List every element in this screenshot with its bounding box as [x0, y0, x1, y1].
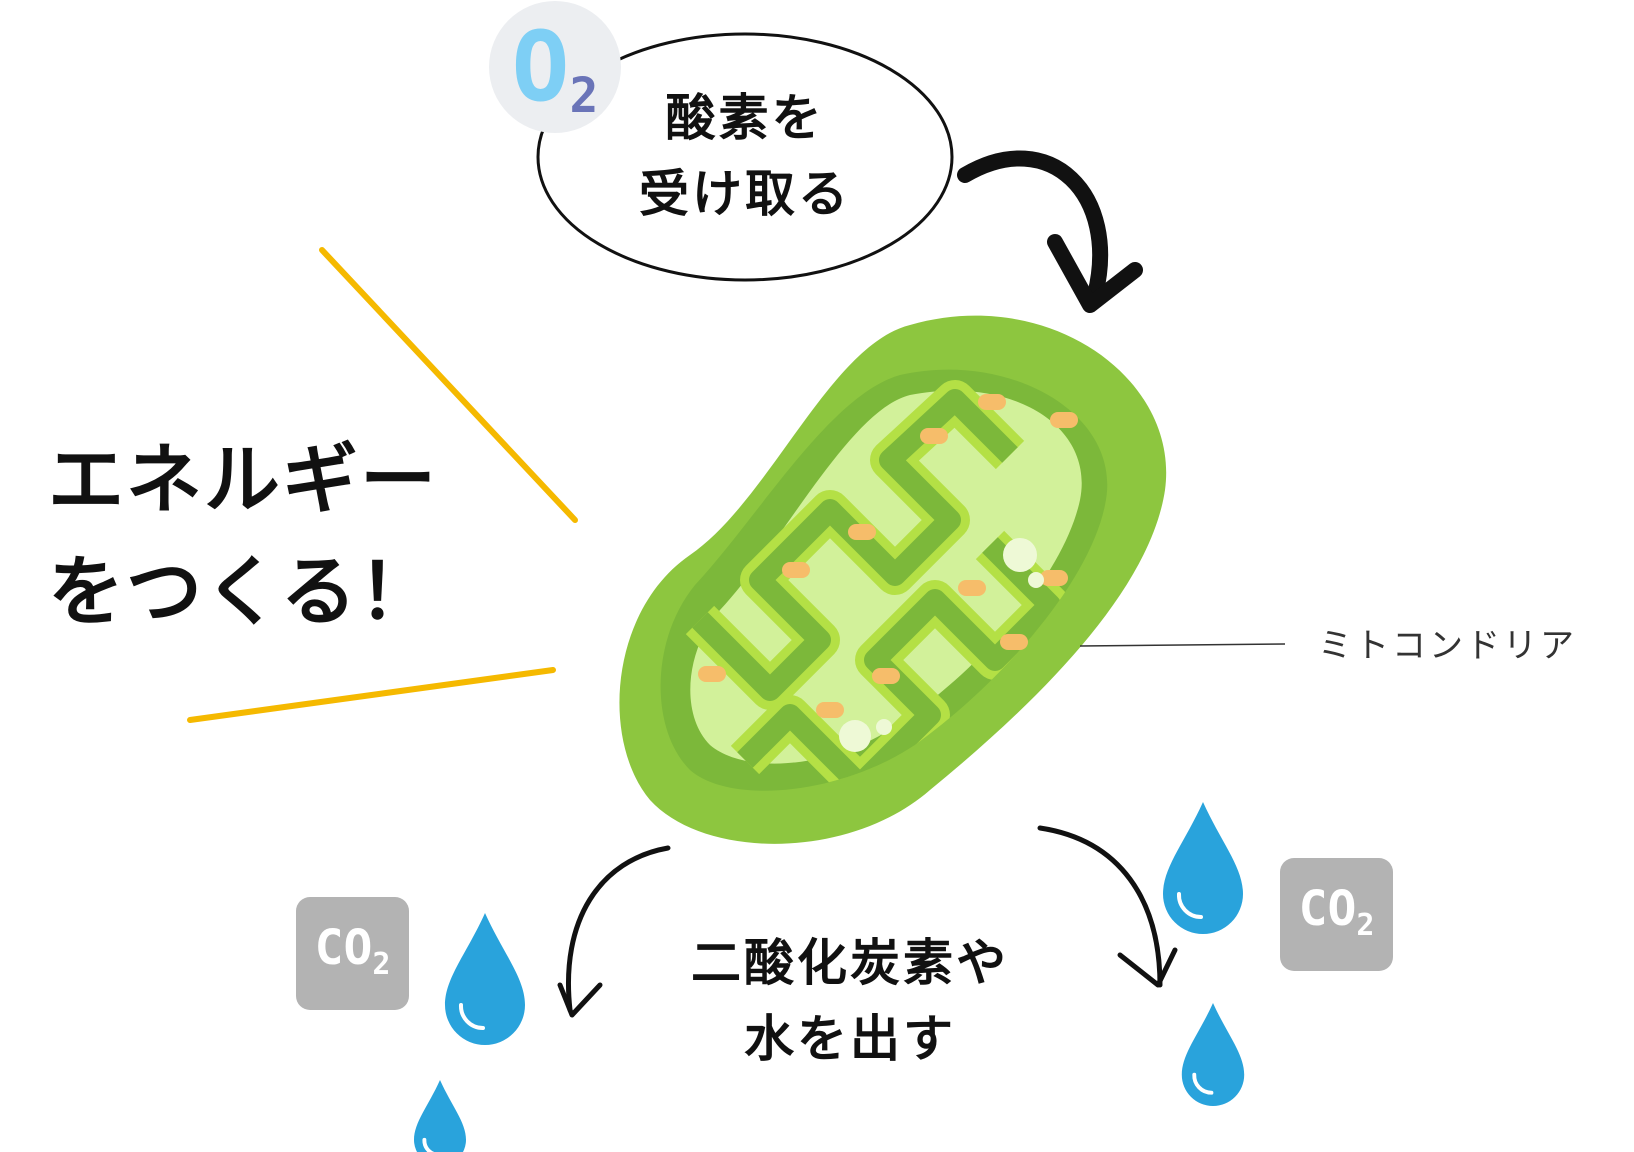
co2-main: CO	[314, 919, 373, 976]
co2-sub: 2	[372, 946, 391, 982]
output-label-line2: 水を出す	[744, 1010, 956, 1068]
output-arrow-right	[1037, 825, 1163, 988]
energy-label-line2: をつくる！	[48, 547, 437, 636]
output-arrow-left	[566, 845, 671, 1013]
oxygen-arrow-head	[1047, 234, 1143, 313]
granule	[1000, 634, 1028, 650]
oxygen-bubble-line2: 受け取る	[639, 165, 851, 223]
granule	[1050, 412, 1078, 428]
oxygen-arrow	[957, 150, 1108, 303]
output-arrow-left-head	[557, 982, 603, 1018]
o2-badge	[489, 1, 621, 133]
granule	[1040, 570, 1068, 586]
output-arrow-right-head	[1117, 947, 1178, 988]
granule	[978, 394, 1006, 410]
mitochondria-leader-line	[1079, 643, 1286, 647]
co2-badge-right: CO2	[1280, 858, 1393, 971]
mitochondria	[619, 315, 1167, 844]
oxygen-bubble-text: 酸素を 受け取る	[560, 80, 930, 232]
co2-badge-text: CO2	[296, 919, 409, 981]
co2-badge-text: CO2	[1280, 880, 1393, 942]
energy-label: エネルギー をつくる！	[48, 424, 548, 648]
output-label: 二酸化炭素や 水を出す	[640, 925, 1060, 1077]
granule	[872, 668, 900, 684]
o2-badge-sub: 2	[569, 68, 599, 124]
accent-line-lower	[187, 667, 556, 723]
granule	[816, 702, 844, 718]
water-drop-icon	[1181, 1003, 1245, 1106]
co2-badge-left: CO2	[296, 897, 409, 1010]
co2-sub: 2	[1356, 907, 1375, 943]
oxygen-bubble	[536, 32, 954, 282]
mitochondria-label: ミトコンドリア	[1318, 626, 1577, 666]
water-drop-icon	[1163, 802, 1243, 934]
accent-line-upper	[319, 247, 578, 523]
granule	[782, 562, 810, 578]
crista-fold-core	[692, 389, 1018, 701]
granule	[920, 428, 948, 444]
granule	[848, 524, 876, 540]
granule	[958, 580, 986, 596]
vesicle	[839, 720, 871, 752]
crista-fold-lower-core	[737, 537, 1061, 791]
vesicle	[1028, 572, 1044, 588]
water-drop-icon	[445, 913, 525, 1045]
output-label-line1: 二酸化炭素や	[691, 934, 1009, 992]
co2-main: CO	[1298, 880, 1357, 937]
oxygen-bubble-line1: 酸素を	[665, 89, 825, 147]
o2-badge-text: O2	[499, 11, 611, 124]
vesicle	[876, 719, 892, 735]
vesicle	[1003, 538, 1037, 572]
water-drop-icon	[413, 1080, 467, 1152]
granule	[698, 666, 726, 682]
energy-label-line1: エネルギー	[48, 435, 438, 524]
o2-badge-main: O	[511, 11, 570, 123]
